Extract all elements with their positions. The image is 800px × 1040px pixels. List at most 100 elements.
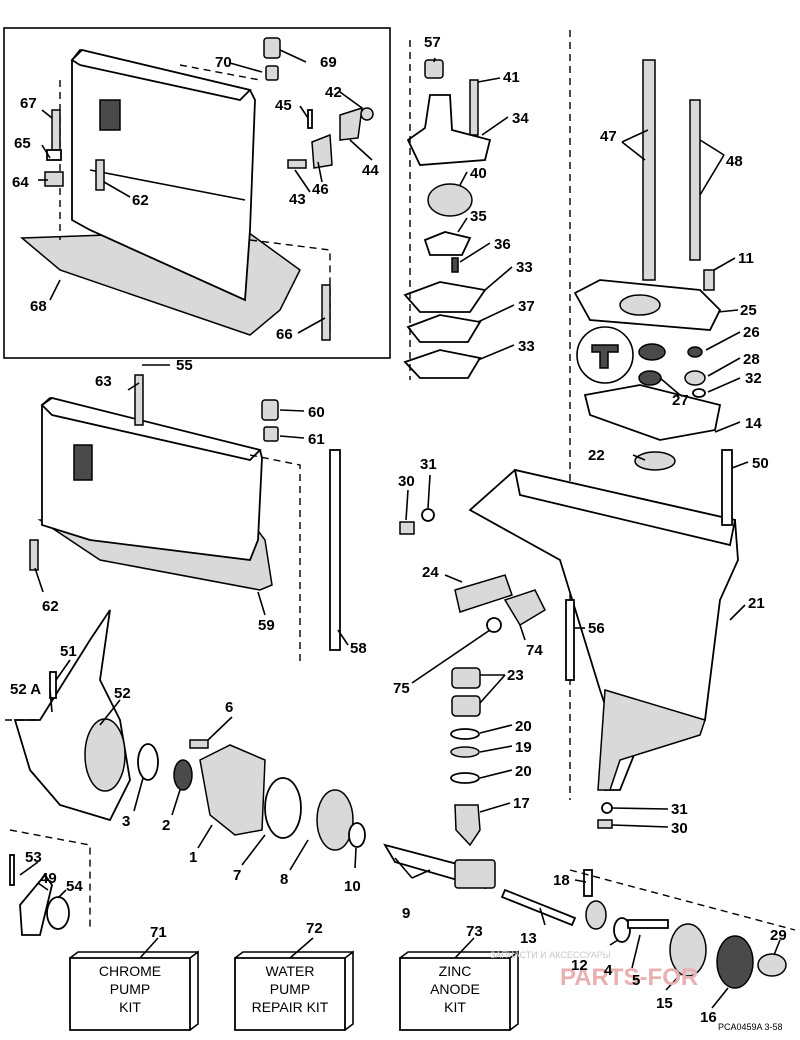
callout-33b: 33 xyxy=(518,338,535,355)
inset-frame xyxy=(3,27,391,359)
callout-34: 34 xyxy=(512,110,529,127)
kit-zinc-line2: ANODE xyxy=(430,981,480,997)
callout-35: 35 xyxy=(470,208,487,225)
callout-18: 18 xyxy=(553,872,570,889)
callout-51: 51 xyxy=(60,643,77,660)
callout-44: 44 xyxy=(362,162,379,179)
callout-47: 47 xyxy=(600,128,617,145)
callout-6: 6 xyxy=(225,699,233,716)
callout-32: 32 xyxy=(745,370,762,387)
callout-59: 59 xyxy=(258,617,275,634)
callout-67: 67 xyxy=(20,95,37,112)
callout-61: 61 xyxy=(308,431,325,448)
callout-40: 40 xyxy=(470,165,487,182)
callout-3: 3 xyxy=(122,813,130,830)
callout-49: 49 xyxy=(40,870,57,887)
callout-41: 41 xyxy=(503,69,520,86)
callout-labels: 70 69 42 45 44 46 43 62 67 65 64 68 66 5… xyxy=(10,34,787,1026)
callout-16: 16 xyxy=(700,1009,717,1026)
callout-15: 15 xyxy=(656,995,673,1012)
callout-13: 13 xyxy=(520,930,537,947)
callout-48: 48 xyxy=(726,153,743,170)
callout-65: 65 xyxy=(14,135,31,152)
callout-30a: 30 xyxy=(398,473,415,490)
callout-5: 5 xyxy=(632,972,640,989)
callout-14: 14 xyxy=(745,415,762,432)
callout-1: 1 xyxy=(189,849,197,866)
callout-57: 57 xyxy=(424,34,441,51)
callout-23: 23 xyxy=(507,667,524,684)
callout-19: 19 xyxy=(515,739,532,756)
callout-54: 54 xyxy=(66,878,83,895)
callout-8: 8 xyxy=(280,871,288,888)
kit-zinc-line1: ZINC xyxy=(439,963,472,979)
kit-zinc-line3: KIT xyxy=(444,999,466,1015)
callout-21: 21 xyxy=(748,595,765,612)
callout-36: 36 xyxy=(494,236,511,253)
callout-25: 25 xyxy=(740,302,757,319)
callout-72: 72 xyxy=(306,920,323,937)
callout-58: 58 xyxy=(350,640,367,657)
callout-56: 56 xyxy=(588,620,605,637)
kit-chrome-line1: CHROME xyxy=(99,963,161,979)
kit-water-pump-repair: WATER PUMP REPAIR KIT xyxy=(234,950,354,1031)
callout-31b: 31 xyxy=(671,801,688,818)
callout-74: 74 xyxy=(526,642,543,659)
midsection-housing xyxy=(29,374,341,665)
callout-4: 4 xyxy=(604,962,613,979)
callout-46: 46 xyxy=(312,181,329,198)
callout-71: 71 xyxy=(150,924,167,941)
callout-9: 9 xyxy=(402,905,410,922)
callout-66: 66 xyxy=(276,326,293,343)
figure-code: PCA0459A 3-58 xyxy=(718,1022,783,1032)
callout-22: 22 xyxy=(588,447,605,464)
callout-12: 12 xyxy=(571,957,588,974)
callout-70: 70 xyxy=(215,54,232,71)
callout-60: 60 xyxy=(308,404,325,421)
callout-27: 27 xyxy=(672,392,689,409)
callout-7: 7 xyxy=(233,867,241,884)
propeller-assembly xyxy=(5,609,496,936)
callout-68: 68 xyxy=(30,298,47,315)
callout-2: 2 xyxy=(162,817,170,834)
callout-64: 64 xyxy=(12,174,29,191)
callout-73: 73 xyxy=(466,923,483,940)
callout-50: 50 xyxy=(752,455,769,472)
exhaust-housing-inset xyxy=(20,48,331,336)
callout-17: 17 xyxy=(513,795,530,812)
callout-53: 53 xyxy=(25,849,42,866)
kit-zinc-anode: ZINC ANODE KIT xyxy=(399,950,519,1031)
callout-26: 26 xyxy=(743,324,760,341)
watermark-logo: PARTS-FOR xyxy=(560,964,698,991)
callout-69: 69 xyxy=(320,54,337,71)
callout-62a: 62 xyxy=(132,192,149,209)
pinion-stack xyxy=(450,667,613,847)
kit-water-line2: PUMP xyxy=(270,981,310,997)
callout-29: 29 xyxy=(770,927,787,944)
gearcase xyxy=(399,449,739,791)
callout-10: 10 xyxy=(344,878,361,895)
callout-45: 45 xyxy=(275,97,292,114)
kit-chrome-pump: CHROME PUMP KIT xyxy=(69,950,199,1031)
callout-43: 43 xyxy=(289,191,306,208)
callout-31a: 31 xyxy=(420,456,437,473)
callout-62b: 62 xyxy=(42,598,59,615)
callout-52a: 52 A xyxy=(10,681,41,698)
water-pump-stack xyxy=(403,40,492,380)
callout-28: 28 xyxy=(743,351,760,368)
callout-20b: 20 xyxy=(515,763,532,780)
callout-24: 24 xyxy=(422,564,439,581)
callout-63: 63 xyxy=(95,373,112,390)
callout-52: 52 xyxy=(114,685,131,702)
driveshafts-and-plate xyxy=(569,30,722,800)
callout-33a: 33 xyxy=(516,259,533,276)
callout-75: 75 xyxy=(393,680,410,697)
watermark-caption: ЗАПЧАСТИ И АКСЕССУАРЫ xyxy=(490,950,611,960)
callout-20a: 20 xyxy=(515,718,532,735)
exhaust-small-parts xyxy=(44,37,374,341)
kit-water-line3: REPAIR KIT xyxy=(252,999,329,1015)
kit-water-line1: WATER xyxy=(266,963,315,979)
shift-and-gear-parts xyxy=(500,869,796,989)
callout-30b: 30 xyxy=(671,820,688,837)
